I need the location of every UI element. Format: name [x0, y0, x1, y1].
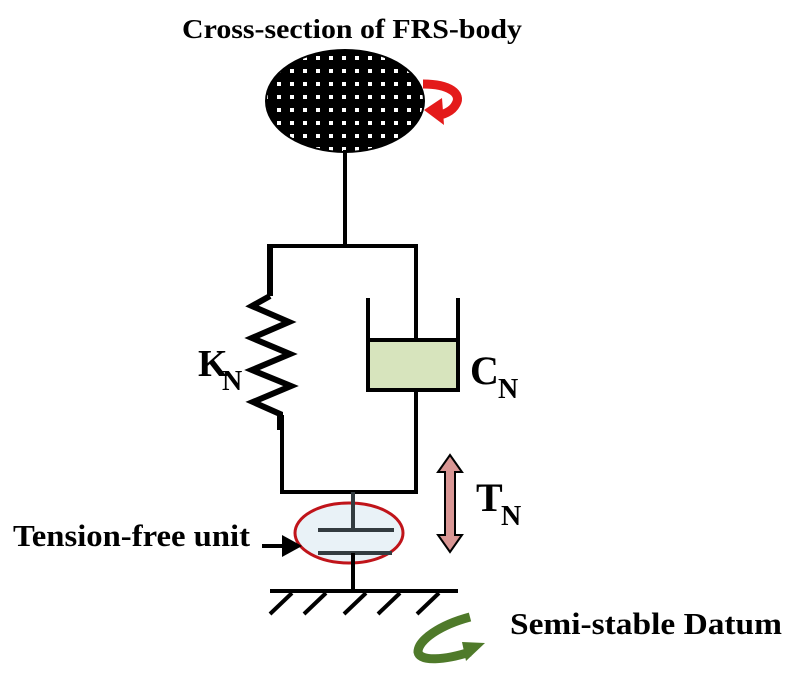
tension-label: T N: [476, 475, 521, 532]
svg-text:T: T: [476, 475, 503, 520]
frs-body-cross-section: [265, 49, 425, 153]
tension-free-unit-label: Tension-free unit: [13, 518, 251, 553]
svg-text:N: N: [498, 374, 518, 405]
tension-double-arrow-icon: [436, 453, 464, 554]
svg-text:C: C: [470, 348, 499, 393]
datum-rotation-arrow-icon: [413, 612, 485, 664]
diagram-title: Cross-section of FRS-body: [182, 14, 523, 44]
svg-text:N: N: [222, 366, 242, 397]
rotation-arrow-icon: [422, 79, 462, 125]
svg-text:N: N: [501, 501, 521, 532]
spring-label: K N: [198, 343, 242, 397]
tension-free-unit: [293, 492, 405, 590]
datum-label: Semi-stable Datum: [510, 606, 782, 641]
pointer-arrow-icon: [262, 535, 302, 557]
damper-label: C N: [470, 348, 518, 405]
svg-text:K: K: [198, 343, 228, 385]
ground-icon: [268, 589, 458, 616]
damper-icon: [366, 298, 460, 392]
spring-icon: [244, 293, 299, 430]
